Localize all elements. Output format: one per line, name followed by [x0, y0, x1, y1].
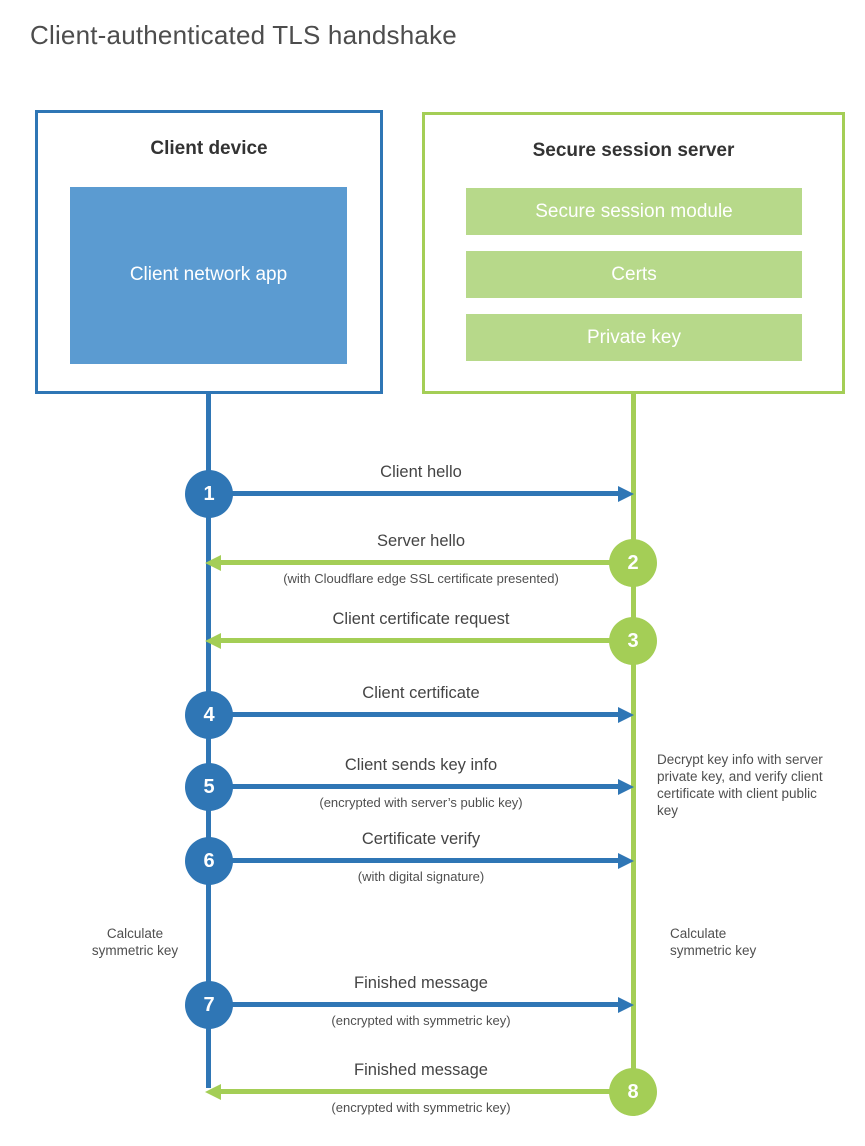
server-module-private-key: Private key	[466, 314, 802, 361]
step-4-arrow	[209, 712, 619, 717]
page-title: Client-authenticated TLS handshake	[30, 20, 457, 50]
secure-session-server-heading: Secure session server	[532, 140, 735, 161]
arrowhead-left-icon	[205, 633, 221, 649]
step-1-number-badge: 1	[185, 470, 233, 518]
step-2-number-badge: 2	[609, 539, 657, 587]
arrowhead-right-icon	[618, 707, 634, 723]
arrowhead-right-icon	[618, 779, 634, 795]
client-device-box: Client device Client network app	[35, 110, 383, 394]
step-6-arrow	[209, 858, 619, 863]
step-4-message: Client certificate	[362, 684, 480, 702]
step-8-note: (encrypted with symmetric key)	[331, 1100, 511, 1115]
step-2-message: Server hello	[376, 532, 466, 550]
step-7-note: (encrypted with symmetric key)	[331, 1013, 511, 1028]
client-network-app-box: Client network app	[70, 187, 347, 364]
server-lifeline	[631, 392, 636, 1092]
step-8-arrow	[220, 1089, 634, 1094]
calculate-symmetric-key-note-server: Calculate symmetric key	[670, 926, 757, 958]
arrowhead-right-icon	[618, 997, 634, 1013]
step-3-arrow	[220, 638, 634, 643]
client-network-app-label: Client network app	[129, 264, 288, 286]
decrypt-key-note: Decrypt key info with server private key…	[657, 752, 823, 818]
arrowhead-left-icon	[205, 555, 221, 571]
step-5-message: Client sends key info	[344, 756, 498, 774]
step-1-message: Client hello	[380, 463, 462, 481]
server-module-secure-session: Secure session module	[466, 188, 802, 235]
server-module-certs: Certs	[466, 251, 802, 298]
step-7-message: Finished message	[354, 974, 488, 992]
step-6-message: Certificate verify	[361, 830, 481, 848]
step-2-arrow	[220, 560, 634, 565]
step-5-note: (encrypted with server’s public key)	[319, 795, 523, 810]
client-device-heading: Client device	[150, 138, 268, 159]
step-7-arrow	[209, 1002, 619, 1007]
step-6-number-badge: 6	[185, 837, 233, 885]
arrowhead-left-icon	[205, 1084, 221, 1100]
arrowhead-right-icon	[618, 486, 634, 502]
calculate-symmetric-key-note-client: Calculate symmetric key	[91, 926, 179, 958]
secure-session-server-box: Secure session server Secure session mod…	[422, 112, 845, 394]
step-7-number-badge: 7	[185, 981, 233, 1029]
step-8-number-badge: 8	[609, 1068, 657, 1116]
step-4-number-badge: 4	[185, 691, 233, 739]
client-lifeline	[206, 392, 211, 1088]
step-5-arrow	[209, 784, 619, 789]
arrowhead-right-icon	[618, 853, 634, 869]
step-3-message: Client certificate request	[332, 610, 510, 628]
step-2-note: (with Cloudflare edge SSL certificate pr…	[283, 571, 559, 586]
step-5-number-badge: 5	[185, 763, 233, 811]
step-8-message: Finished message	[354, 1061, 488, 1079]
step-3-number-badge: 3	[609, 617, 657, 665]
step-6-note: (with digital signature)	[357, 869, 485, 884]
step-1-arrow	[209, 491, 619, 496]
